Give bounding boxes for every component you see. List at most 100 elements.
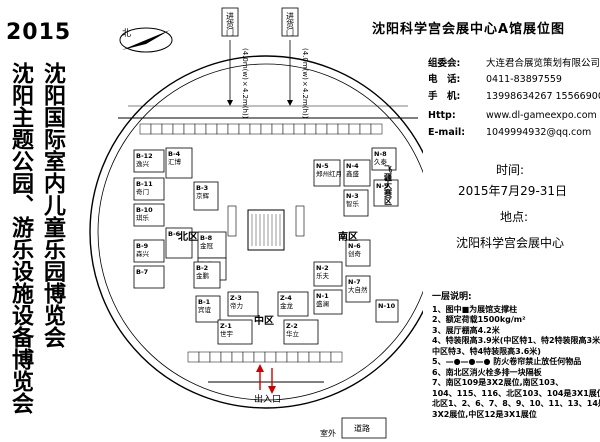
hall-id-label: B-1 (198, 298, 211, 306)
hall-b-3: B-3京辉 (193, 181, 219, 211)
hall-id-label: N-5 (316, 162, 329, 170)
place-value: 沈阳科学宫会展中心 (456, 236, 565, 250)
hall-n-8: N-8久泰 (371, 147, 397, 171)
gate-left-label: 进货门 (226, 12, 235, 37)
hall-name-label: 奇门 (136, 187, 149, 196)
hall-id-label: B-7 (136, 268, 148, 276)
booth-cell (286, 351, 299, 363)
booth-cell (260, 123, 273, 135)
booth-cell (319, 351, 332, 363)
hall-name-label: 创奇 (348, 249, 362, 258)
legend-item: 4、特装限高3.9米(中区特1、特2特装限高3米, (432, 336, 600, 345)
south-area-label: 南区 (338, 230, 358, 243)
hall-id-label: Z-2 (286, 322, 298, 330)
hall-name-label: 大自然 (348, 285, 368, 294)
hall-id-label: B-9 (136, 242, 149, 250)
booth-cell (293, 123, 306, 135)
hall-n-4: N-4鑫盛 (343, 159, 371, 187)
gate-right-label: 进货门 (286, 12, 295, 37)
hall-z-4: Z-4金龙 (277, 291, 309, 317)
hall-name-label: 宾谊 (198, 305, 212, 314)
hall-id-label: Z-3 (230, 294, 242, 302)
booth-cell (308, 351, 321, 363)
center-area-label: 中区 (254, 314, 274, 327)
organizer-row: 组委会:大连君合展览策划有限公司 (428, 58, 600, 70)
booth-cell (187, 351, 200, 363)
hall-b-6: B-6 (165, 227, 193, 259)
hall-id-label: N-3 (346, 192, 359, 200)
hall-booths: B-12逸兴B-11奇门B-10琪乐B-9森兴B-8金冠B-7B-6B-5B-4… (133, 147, 399, 345)
booth-cell (348, 123, 361, 135)
email-label: E-mail: (428, 127, 466, 138)
feijiang-label: 飞疆大赛区 (383, 165, 393, 206)
booth-cell (205, 123, 218, 135)
mobile-label: 手 机: (428, 91, 461, 102)
booth-cell (337, 123, 350, 135)
hall-name-label: 金冠 (200, 241, 214, 250)
booth-cell (216, 123, 229, 135)
hall-name-label: 郑州红月 (316, 169, 342, 178)
hall-name-label: 乐夫 (316, 271, 330, 280)
booth-cell (194, 123, 207, 135)
legend-item: 3、展厅棚高4.2米 (432, 325, 500, 335)
organizer-value: 大连君合展览策划有限公司 (486, 58, 600, 69)
hall-id-label: Z-4 (280, 294, 292, 302)
booth-cell (198, 351, 211, 363)
legend-item: 中区特3、特4特装限高3.6米) (432, 346, 541, 356)
email-value: 1049994932@qq.com (486, 127, 592, 138)
booth-cell (172, 123, 185, 135)
legend-item: 2、额定荷载1500kg/m² (432, 315, 526, 324)
hall-id-label: B-4 (168, 150, 181, 158)
hall-id-label: B-2 (196, 264, 208, 272)
http-row: Http:www.dl-gameexpo.com (428, 110, 597, 122)
goods-gate-right: 进货门 (4.0m(w)×4.2m(h)) (281, 7, 309, 119)
booth-cell (275, 351, 288, 363)
hall-z-2: Z-2华立 (283, 319, 319, 345)
hall-n-9: N-9 (373, 179, 399, 207)
center-stage (227, 205, 305, 251)
booth-cell (209, 351, 222, 363)
gate-left-size: (4.0m(w)×4.2m(h)) (241, 48, 249, 119)
outdoor-label: 室外 (320, 428, 336, 438)
hall-name-label: 世宇 (220, 329, 234, 338)
mobile-value: 13998634267 15566900766 (486, 91, 600, 102)
booth-cell (370, 123, 383, 135)
phone-row: 电 话:0411-83897559 (428, 74, 562, 86)
hall-b-7: B-7 (133, 265, 165, 289)
map-title: 沈阳科学宫会展中心A馆展位图 (372, 22, 566, 37)
event-year: 2015 (6, 20, 72, 45)
time-value: 2015年7月29-31日 (458, 184, 568, 198)
booth-cell (315, 123, 328, 135)
phone-label: 电 话: (428, 74, 461, 85)
hall-z-1: Z-1世宇 (217, 319, 253, 345)
booth-cell (359, 123, 372, 135)
booth-cell (253, 351, 266, 363)
expo-title-indoor-playground: 沈阳国际室内儿童乐园博览会 (40, 62, 65, 348)
hall-name-label: 帝力 (230, 301, 243, 310)
outdoor-road: 室外 道路 (320, 417, 387, 439)
hall-b-2: B-2金鹏 (193, 261, 221, 289)
booth-cell (330, 351, 343, 363)
hall-id-label: B-11 (136, 180, 153, 188)
booth-cell (271, 123, 284, 135)
hall-id-label: B-3 (196, 184, 208, 192)
hall-b-8: B-8金冠 (197, 231, 227, 259)
booth-cell (231, 351, 244, 363)
legend-item: 7、南区109是3X2展位,南区103、 (432, 378, 564, 387)
entrance: 出入口 (208, 364, 324, 405)
hall-id-label: N-7 (348, 278, 361, 286)
hall-id-label: B-10 (136, 206, 153, 214)
entrance-label: 出入口 (254, 393, 281, 405)
booth-cell (220, 351, 233, 363)
booth-cell (297, 351, 310, 363)
hall-b-1: B-1宾谊 (195, 295, 221, 323)
legend-item: 3X2展位,中区12是3X1展位 (432, 409, 537, 419)
mobile-row: 手 机: 13998634267 15566900766 (428, 91, 600, 103)
hall-name-label: 华立 (286, 329, 300, 338)
hall-n-1: N-1盛澜 (313, 289, 343, 315)
hall-id-label: Z-1 (220, 322, 232, 330)
road-label: 道路 (354, 423, 370, 433)
booth-cell (249, 123, 262, 135)
